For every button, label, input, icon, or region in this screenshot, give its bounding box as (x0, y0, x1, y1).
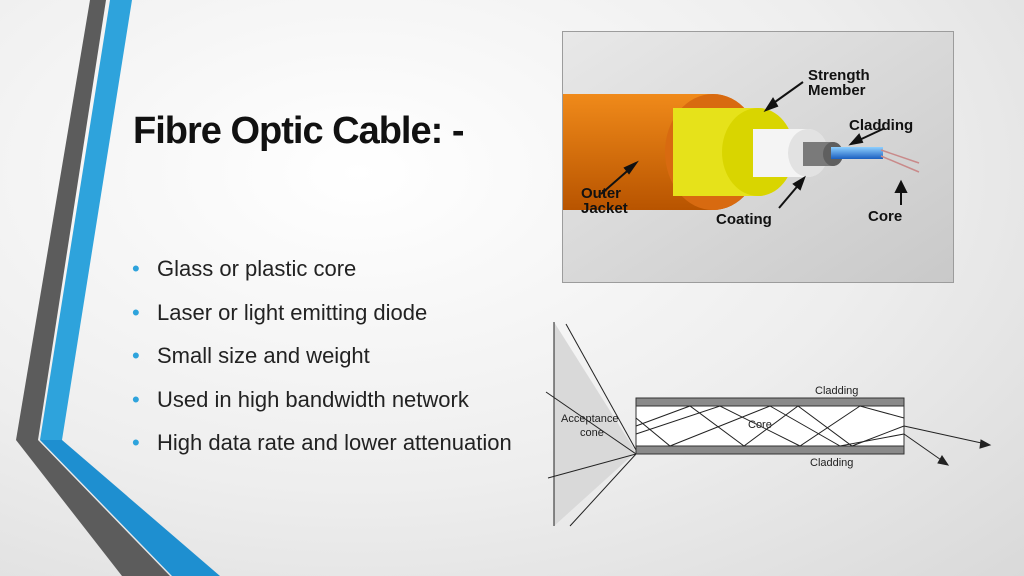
label-cone: cone (580, 427, 604, 439)
label-cladding-top: Cladding (815, 385, 858, 397)
bullet-item: • Laser or light emitting diode (130, 298, 512, 342)
cladding-top (635, 397, 905, 407)
bullet-text: Small size and weight (157, 343, 370, 368)
decorative-stripes (16, 0, 220, 576)
blue-stripe-lower (40, 440, 220, 576)
label-member: Member (808, 82, 866, 99)
label-strength: Strength (808, 67, 870, 84)
label-jacket: Jacket (581, 200, 628, 217)
propagation-diagram: Acceptance cone Cladding Core Cladding (545, 322, 992, 527)
bullet-item: • Small size and weight (130, 341, 512, 385)
label-outer: Outer (581, 185, 621, 202)
gray-stripe (16, 0, 106, 440)
core-shape (831, 147, 920, 173)
label-core: Core (868, 208, 902, 225)
label-core: Core (748, 419, 772, 431)
bullet-dot-icon: • (132, 299, 140, 325)
label-coating: Coating (716, 211, 772, 228)
bullet-item: • High data rate and lower attenuation (130, 428, 512, 472)
bullet-dot-icon: • (132, 430, 140, 455)
bullet-dot-icon: • (132, 386, 140, 412)
cable-cross-section-image: Strength Member Cladding Outer Jacket Co… (562, 31, 954, 283)
label-cladding-bottom: Cladding (810, 457, 853, 469)
bullet-dot-icon: • (132, 256, 140, 281)
blue-stripe (40, 0, 132, 440)
slide-title: Fibre Optic Cable: - (133, 110, 464, 152)
bullet-text: Glass or plastic core (157, 256, 357, 281)
bullet-text: Used in high bandwidth network (157, 386, 469, 412)
acceptance-cone (554, 322, 636, 526)
bullet-text: Laser or light emitting diode (157, 299, 428, 325)
cladding-bottom (635, 445, 905, 455)
bullet-text: High data rate and lower attenuation (157, 430, 512, 455)
gray-stripe-lower (16, 440, 170, 576)
label-cladding: Cladding (849, 117, 913, 134)
bullet-item: • Used in high bandwidth network (130, 385, 512, 429)
fiber-core (635, 405, 905, 447)
bullet-item: • Glass or plastic core (130, 254, 512, 298)
bullet-dot-icon: • (132, 343, 140, 368)
label-acceptance: Acceptance (561, 413, 618, 425)
bullet-list: • Glass or plastic core • Laser or light e… (130, 254, 512, 472)
